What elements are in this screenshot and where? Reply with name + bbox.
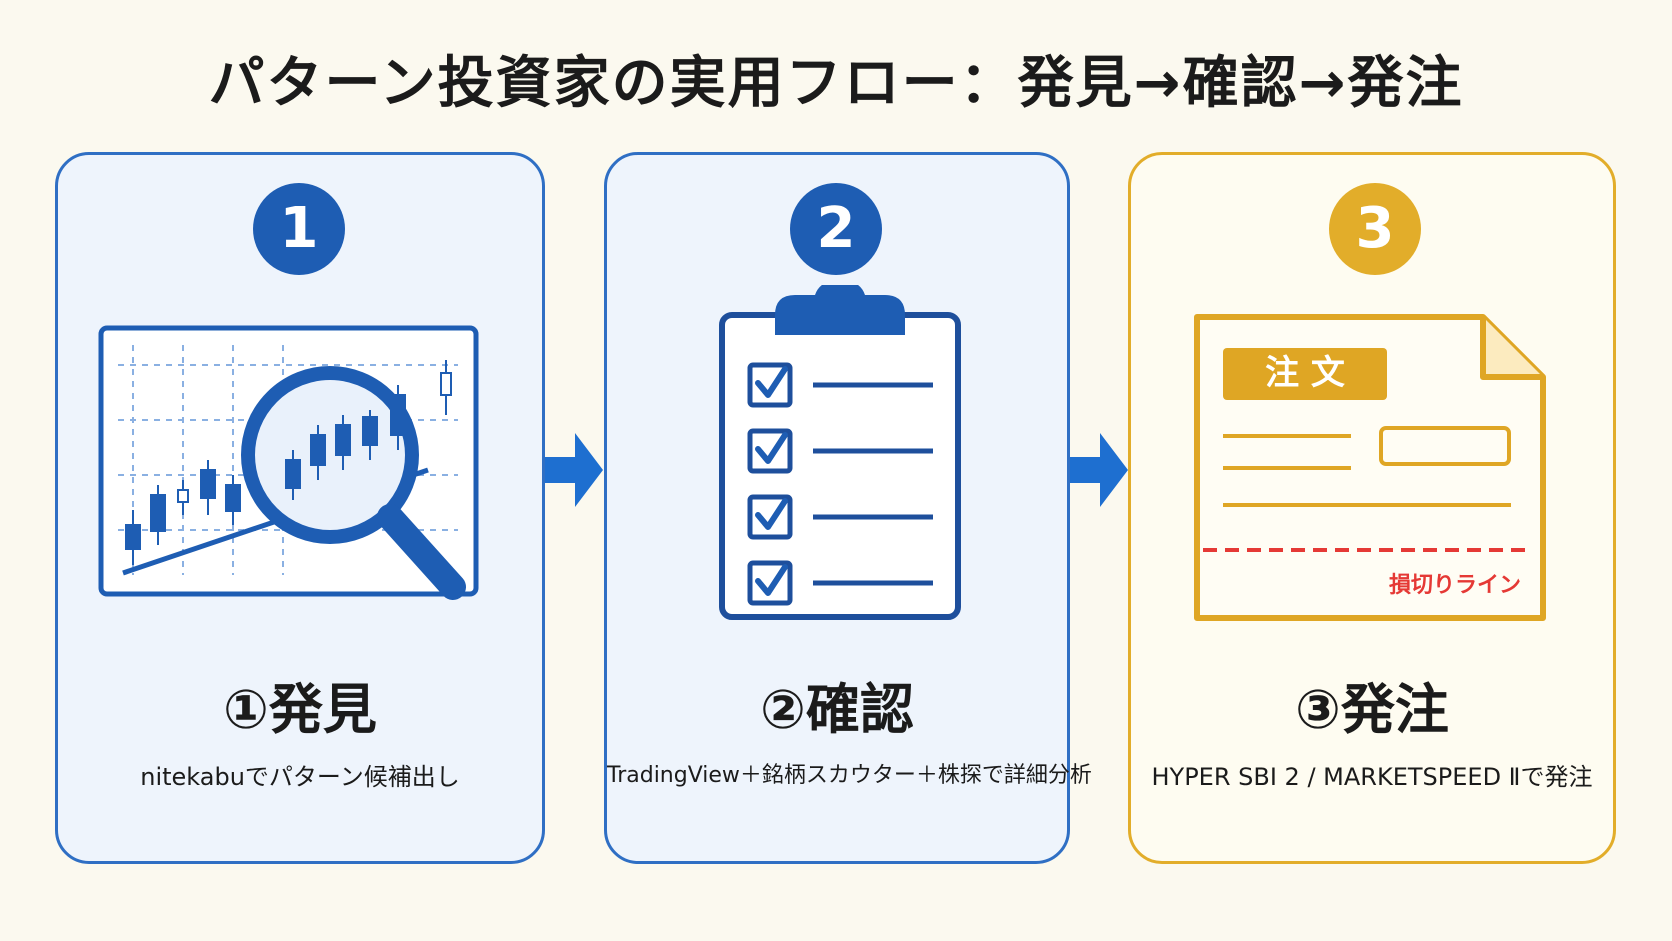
step-number-badge: 3 xyxy=(1329,183,1421,275)
step-desc-order: HYPER SBI 2 / MARKETSPEED Ⅱで発注 xyxy=(1151,763,1593,791)
stop-loss-label: 損切りライン xyxy=(1388,573,1521,598)
step-number-badge: 1 xyxy=(253,183,345,275)
clipboard-checklist-icon xyxy=(719,285,961,620)
arrow-right-icon xyxy=(545,433,603,507)
step-desc-confirm: TradingView＋銘柄スカウター＋株探で詳細分析 xyxy=(607,763,1092,788)
arrow-right-icon xyxy=(1070,433,1128,507)
step-card-discover: 1 xyxy=(55,152,545,864)
step-number-badge: 2 xyxy=(790,183,882,275)
step-title-discover: ①発見 xyxy=(223,678,377,741)
step-desc-discover: nitekabuでパターン候補出し xyxy=(140,763,460,791)
order-document-icon xyxy=(1194,314,1546,621)
step-title-order: ③発注 xyxy=(1295,678,1449,741)
page-title: パターン投資家の実用フロー：発見→確認→発注 xyxy=(208,51,1464,116)
order-badge-label: 注 文 xyxy=(1265,353,1345,393)
chart-magnifier-icon xyxy=(98,325,479,600)
step-card-confirm: 2 ②確認 TradingView＋銘柄スカウター＋株探で詳細分析 xyxy=(604,152,1092,864)
step-card-order: 3 注 文 損切りライン ③発注 HYPER SBI 2 / MARKETSPE… xyxy=(1128,152,1616,864)
step-title-confirm: ②確認 xyxy=(760,678,914,741)
